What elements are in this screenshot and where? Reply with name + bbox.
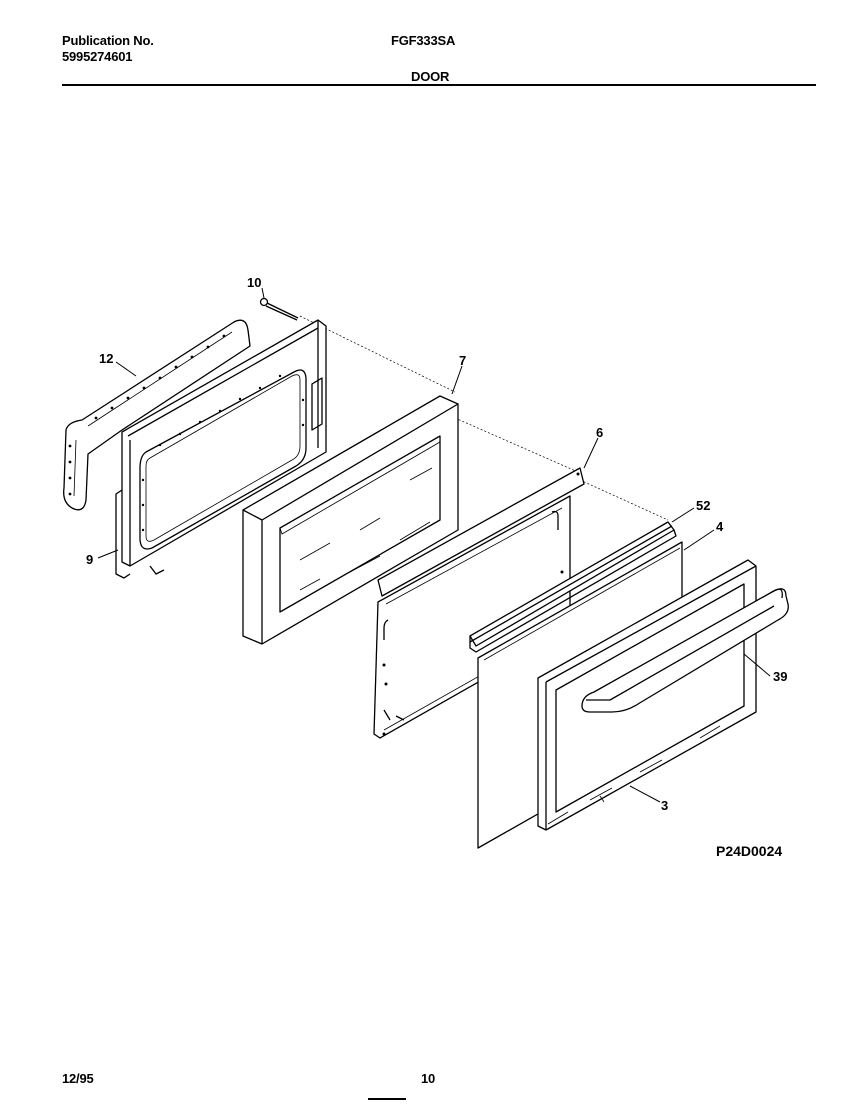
leader-39 [743, 653, 771, 677]
footer-date: 12/95 [62, 1071, 94, 1086]
callout-10: 10 [247, 275, 261, 290]
leader-4 [683, 529, 715, 551]
callout-4: 4 [716, 519, 724, 534]
leader-6 [583, 437, 599, 469]
callout-7: 7 [459, 353, 466, 368]
leader-7 [451, 365, 463, 395]
callout-52: 52 [696, 498, 710, 513]
leader-52 [671, 507, 695, 523]
callout-6: 6 [596, 425, 603, 440]
leader-10 [261, 287, 265, 299]
callout-9: 9 [86, 552, 93, 567]
page-number: 10 [421, 1071, 436, 1086]
publication-number: 5995274601 [62, 49, 133, 64]
callout-3: 3 [661, 798, 668, 813]
screw-part [259, 297, 299, 321]
leader-9 [97, 549, 119, 559]
inner-door-liner-part [115, 319, 327, 579]
leader-12 [115, 361, 137, 377]
publication-label: Publication No. [62, 33, 154, 48]
footer-mark [368, 1098, 406, 1100]
header-rule [62, 84, 816, 86]
callout-12: 12 [99, 351, 113, 366]
figure-code: P24D0024 [716, 843, 782, 859]
callout-39: 39 [773, 669, 787, 684]
door-gasket-part [63, 319, 251, 511]
leader-3 [629, 785, 661, 803]
door-handle-part [581, 588, 789, 713]
glass-retainer-part [373, 467, 585, 739]
section-title: DOOR [411, 69, 450, 84]
insulation-frame-part [242, 395, 459, 645]
glass-channel-part [469, 521, 677, 653]
model-number: FGF333SA [391, 33, 456, 48]
